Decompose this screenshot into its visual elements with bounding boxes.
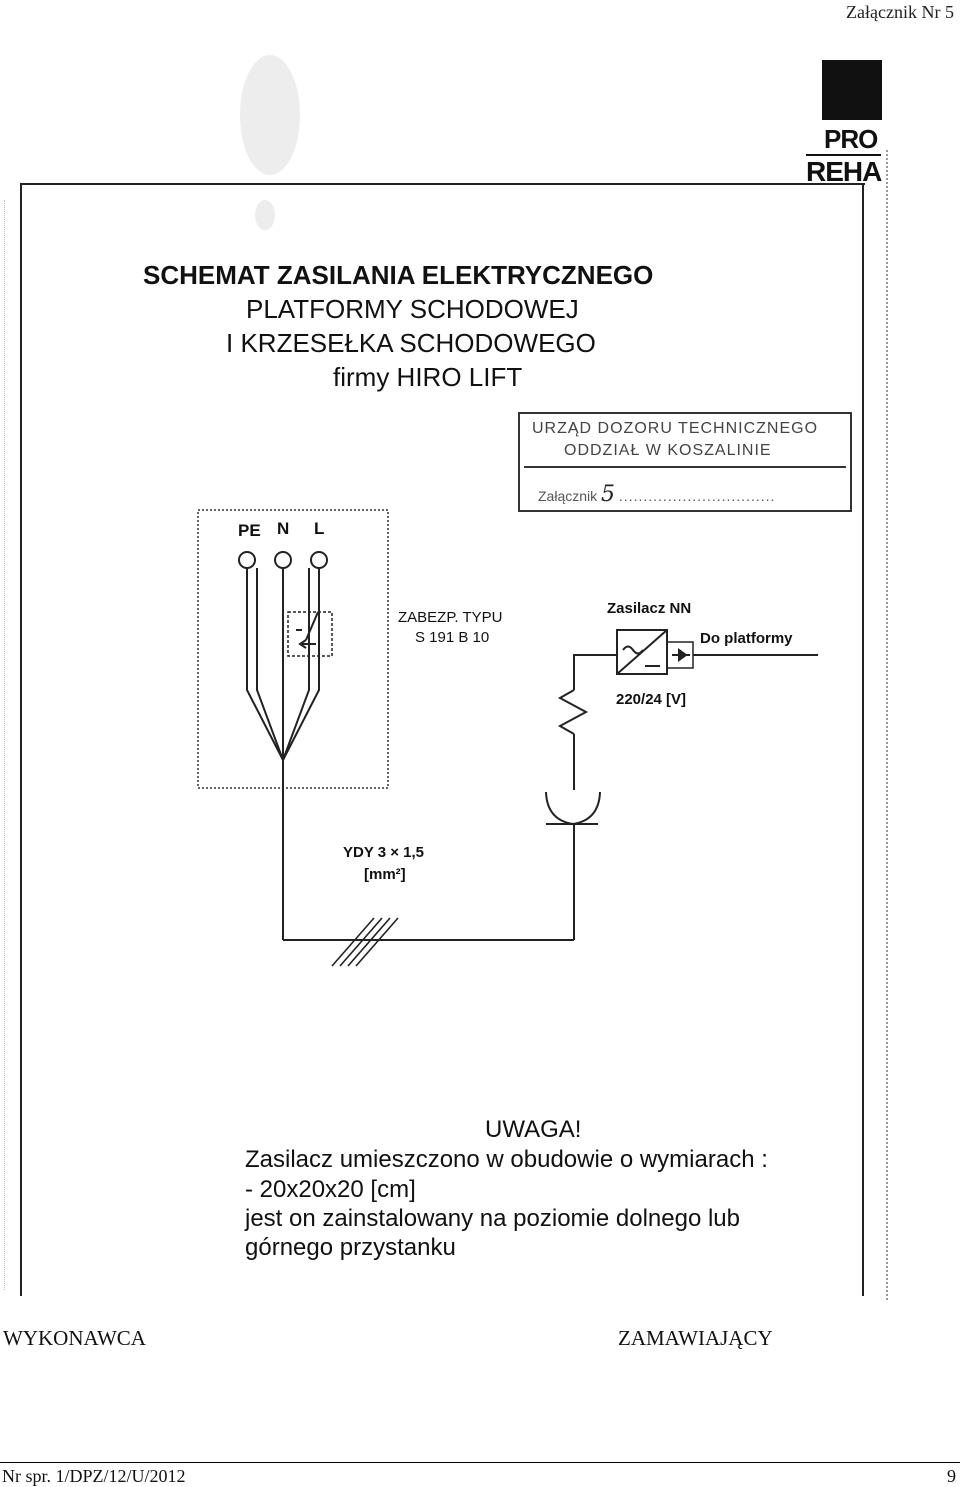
socket-icon — [545, 791, 601, 940]
title-line-3: I KRZESEŁKA SCHODOWEGO — [226, 328, 596, 358]
terminal-n-label: N — [277, 519, 289, 538]
terminal-n — [274, 551, 292, 569]
footer-reference: Nr spr. 1/DPZ/12/U/2012 — [2, 1466, 186, 1486]
psu-voltage: 220/24 [V] — [616, 691, 686, 708]
contractor-signature-label: WYKONAWCA — [3, 1326, 146, 1350]
document-frame-top — [20, 183, 865, 185]
scan-edge-left — [4, 200, 5, 1290]
terminal-l — [310, 551, 328, 569]
cable-unit: [mm²] — [364, 866, 406, 883]
page-number: 9 — [947, 1466, 956, 1486]
stamp-dots: ................................ — [618, 488, 776, 504]
stamp-attachment-number: 5 — [601, 482, 616, 507]
note-line-1: Zasilacz umieszczono w obudowie o wymiar… — [245, 1146, 768, 1173]
note-heading: UWAGA! — [485, 1116, 582, 1143]
attachment-label: Załącznik Nr 5 — [846, 2, 954, 22]
psu-symbols — [616, 629, 690, 675]
title-line-4: firmy HIRO LIFT — [333, 362, 523, 392]
title-line-2: PLATFORMY SCHODOWEJ — [246, 294, 579, 324]
footer-divider — [0, 1462, 960, 1463]
cable-type: YDY 3 × 1,5 — [343, 844, 424, 861]
stamp-divider — [524, 466, 846, 468]
logo-block — [822, 60, 882, 120]
terminal-pe — [238, 551, 256, 569]
psu-label: Zasilacz NN — [607, 600, 691, 617]
breaker-model: S 191 B 10 — [415, 629, 489, 646]
terminals — [238, 551, 328, 569]
document-frame-right — [862, 183, 864, 1296]
stamp-line-2: ODDZIAŁ W KOSZALINIE — [564, 442, 772, 459]
psu-output-label: Do platformy — [700, 630, 793, 647]
title-line-1: SCHEMAT ZASILANIA ELEKTRYCZNEGO — [143, 260, 654, 290]
document-frame-left — [20, 183, 22, 1296]
scan-noise — [240, 55, 300, 175]
supply-wires — [246, 568, 574, 941]
note-line-2: - 20x20x20 [cm] — [245, 1176, 416, 1203]
breaker-switch-icon — [296, 611, 319, 649]
breaker-symbol — [287, 611, 333, 657]
note-line-4: górnego przystanku — [245, 1234, 456, 1261]
pro-reha-logo: PRO REHA — [806, 58, 890, 187]
terminal-pe-label: PE — [238, 521, 261, 540]
stamp-attachment: Załącznik 5 ............................… — [538, 482, 775, 507]
client-signature-label: ZAMAWIAJĄCY — [618, 1326, 773, 1350]
approval-stamp: URZĄD DOZORU TECHNICZNEGO ODDZIAŁ W KOSZ… — [518, 412, 852, 512]
logo-text-reha: REHA — [806, 154, 882, 187]
stamp-line-1: URZĄD DOZORU TECHNICZNEGO — [532, 420, 819, 437]
breaker-label: ZABEZP. TYPU — [398, 609, 502, 626]
terminal-l-label: L — [314, 519, 324, 538]
scan-edge-right — [886, 150, 888, 1300]
logo-text-pro: PRO — [824, 124, 878, 154]
psu-feed-wire — [557, 654, 617, 790]
note-line-3: jest on zainstalowany na poziomie dolneg… — [245, 1205, 740, 1232]
cable-conductor-marks — [331, 917, 399, 967]
distribution-box — [197, 509, 389, 789]
stamp-attachment-label: Załącznik — [538, 488, 598, 504]
scan-noise — [255, 200, 275, 230]
